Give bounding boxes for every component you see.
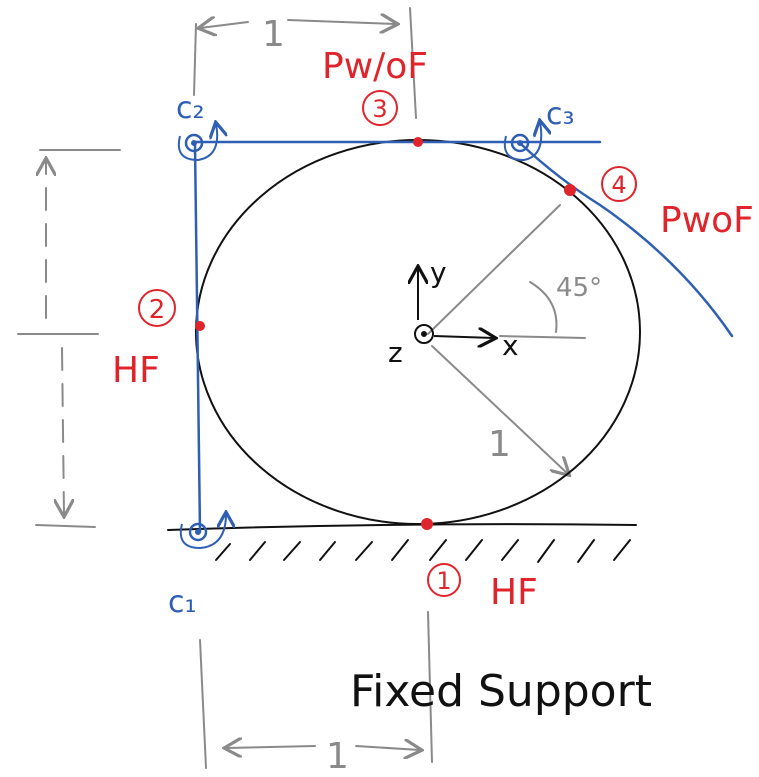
top-dim-arrow-right (287, 20, 396, 24)
gray-labels: 1 1 1 45° (262, 14, 602, 777)
radius-label: 1 (488, 424, 511, 465)
ground-line (167, 523, 637, 531)
left-dim-bottom-tick (35, 524, 96, 528)
axis-label-y: y (430, 256, 447, 289)
contact-point-3 (413, 137, 423, 147)
top-right-extension (409, 7, 417, 119)
bottom-dim-arrow-right (355, 746, 420, 750)
moment-arc-c2 (177, 124, 217, 162)
point-number-rings (138, 90, 637, 597)
moment-arc-c3 (503, 122, 541, 162)
fixed-support-ground (167, 523, 637, 563)
moment-labels: c₁ c₂ c₃ (168, 91, 575, 620)
top-dimension-label: 1 (262, 14, 285, 55)
contact-point-1 (421, 518, 433, 530)
fixed-support-label: Fixed Support (350, 666, 652, 717)
blue-frame (193, 140, 734, 534)
x-axis-arrow (433, 336, 494, 338)
left-bar (193, 143, 202, 534)
point-4-number: 4 (611, 171, 626, 199)
angle-arc (529, 281, 558, 333)
point-4-condition: PwoF (660, 200, 754, 241)
point-3-number: 3 (372, 95, 387, 123)
moment-label-c1: c₁ (168, 585, 197, 620)
circle-body (195, 139, 641, 525)
contact-point-2 (195, 321, 205, 331)
left-dim-lower (62, 347, 64, 515)
angle-label: 45° (556, 273, 602, 303)
top-dim-arrow-left (200, 22, 249, 28)
axis-label-z: z (388, 336, 403, 369)
moment-label-c3: c₃ (546, 97, 575, 132)
radius-arrow (431, 345, 568, 474)
angle-ray-horizontal (499, 335, 586, 339)
bottom-dim-arrow-left (226, 746, 316, 748)
bottom-right-extension (427, 611, 433, 763)
bottom-left-extension (199, 639, 207, 769)
moment-label-c2: c₂ (176, 91, 205, 126)
point-2-number: 2 (149, 295, 166, 325)
contact-point-4 (564, 184, 576, 196)
point-2-condition: HF (112, 350, 160, 391)
origin-z-icon (414, 324, 434, 344)
bottom-dimension-label: 1 (326, 736, 349, 777)
coordinate-frame (415, 268, 494, 343)
moment-c3 (503, 122, 541, 162)
red-labels: 1 HF 2 HF 3 Pw/oF 4 PwoF (112, 46, 754, 613)
point-1-number: 1 (436, 567, 451, 595)
dimension-lines (17, 7, 586, 769)
axis-label-x: x (502, 329, 519, 362)
moment-c1 (179, 514, 226, 550)
top-left-extension (193, 23, 197, 96)
point-3-condition: Pw/oF (322, 46, 428, 87)
tangent-bar (520, 143, 734, 338)
point-1-condition: HF (490, 572, 538, 613)
black-labels: y x z Fixed Support (350, 256, 652, 717)
moment-arc-c1 (179, 514, 226, 550)
angle-ray-45 (427, 204, 561, 335)
moment-c2 (177, 124, 217, 162)
contact-points (195, 137, 576, 530)
